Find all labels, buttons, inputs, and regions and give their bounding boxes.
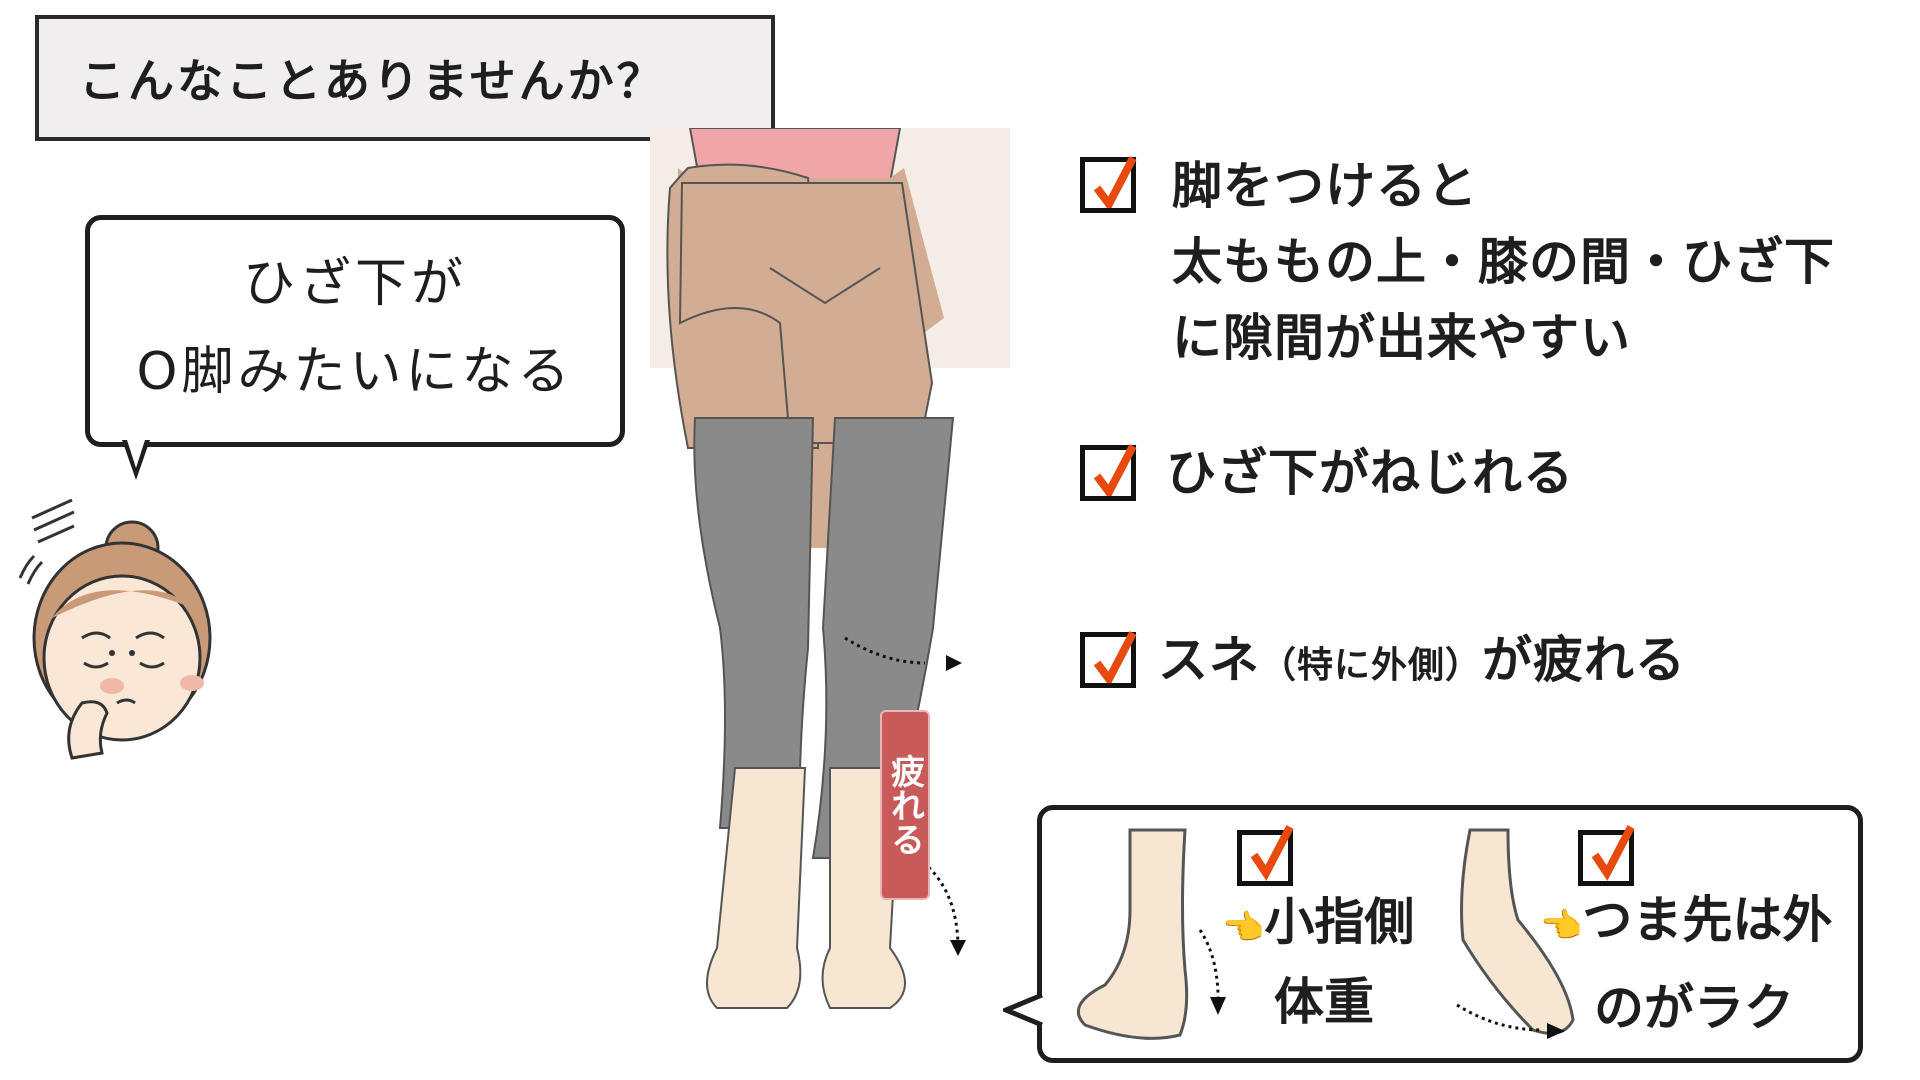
pointing-hand-icon: 👈 — [1222, 908, 1265, 948]
check-item-1: 脚をつけると 太ももの上・膝の間・ひざ下 に隙間が出来やすい — [1172, 148, 1835, 376]
speech-bubble: ひざ下が O脚みたいになる — [85, 215, 625, 447]
item-3-after: が疲れる — [1482, 631, 1687, 689]
item-3-paren: （特に外側） — [1260, 645, 1483, 686]
check-item-2: ひざ下がねじれる — [1166, 444, 1574, 502]
right-foot-illustration — [1456, 828, 1575, 1039]
foot-left-line-2: 体重 — [1274, 973, 1374, 1031]
tired-label: 疲れる — [880, 710, 930, 900]
bubble-line-1: ひざ下が — [242, 254, 467, 314]
foot-right-text: 👈つま先は外 のがラク — [1540, 883, 1832, 1045]
checkbox-foot-left — [1237, 825, 1294, 886]
checkbox-2 — [1080, 444, 1137, 501]
checkmark-icon — [1250, 825, 1294, 881]
checkbox-foot-right — [1578, 825, 1635, 886]
foot-right-line-2: のがラク — [1594, 979, 1794, 1037]
checkmark-icon — [1591, 825, 1635, 881]
item-3-before: スネ — [1158, 631, 1260, 689]
left-foot-illustration — [1076, 828, 1226, 1040]
foot-right-line-1: つま先は外 — [1582, 891, 1833, 949]
check-item-1-line-1: 脚をつけると — [1172, 157, 1478, 215]
checkmark-icon — [1093, 444, 1137, 496]
legs-illustration — [650, 128, 1010, 1009]
pointing-hand-icon: 👈 — [1540, 906, 1583, 946]
check-item-1-line-2: 太ももの上・膝の間・ひざ下 — [1172, 233, 1835, 291]
checkmark-icon — [1093, 156, 1137, 208]
check-item-1-line-3: に隙間が出来やすい — [1172, 309, 1631, 367]
worried-woman-illustration — [18, 498, 212, 760]
foot-left-line-1: 小指側 — [1264, 893, 1415, 951]
page-title: こんなことありませんか？ — [35, 15, 775, 141]
check-item-3: スネ（特に外側）が疲れる — [1158, 622, 1686, 704]
bubble-line-2: O脚みたいになる — [136, 342, 574, 402]
bubble-tail-inner — [127, 440, 145, 468]
checkbox-1 — [1080, 156, 1137, 213]
checkbox-3 — [1080, 631, 1137, 688]
foot-left-text: 👈小指側 体重 — [1222, 885, 1414, 1039]
foot-panel-tail — [1003, 992, 1043, 1028]
checkmark-icon — [1093, 631, 1137, 683]
